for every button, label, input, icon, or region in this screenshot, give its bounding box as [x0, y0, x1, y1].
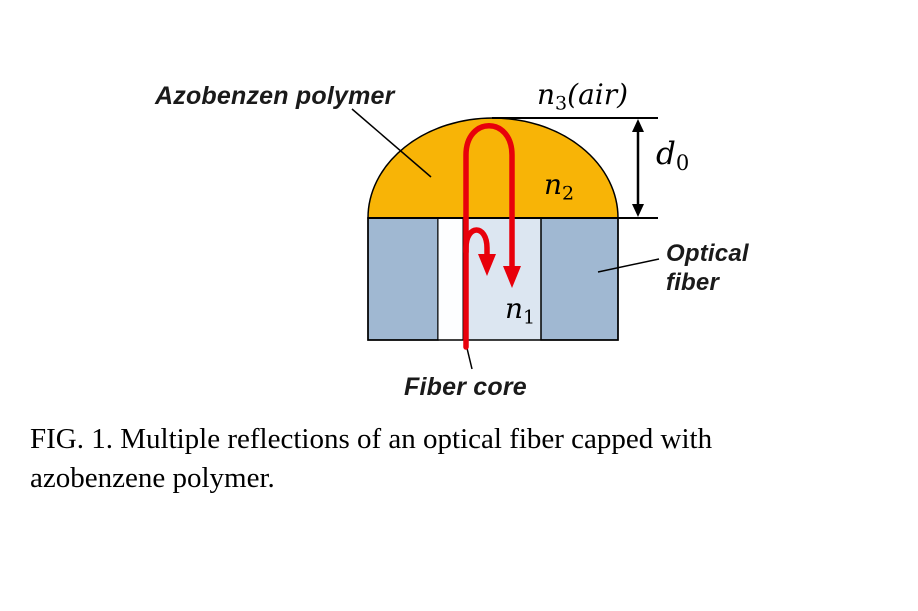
- polymer-dome: [367, 117, 619, 219]
- n3-base: n: [537, 78, 556, 111]
- beam-arrowhead-main: [503, 266, 521, 288]
- n2-label: n2: [544, 168, 574, 204]
- optical-fiber-label: Optical fiber: [666, 239, 749, 297]
- caption-line-2: azobenzene polymer.: [30, 462, 275, 494]
- n2-base: n: [544, 168, 563, 201]
- n1-label: n1: [505, 292, 535, 328]
- fiber-cladding-right: [540, 217, 619, 341]
- caption-line-1: FIG. 1. Multiple reflections of an optic…: [30, 423, 713, 455]
- beam-arrowhead-reflected: [478, 254, 496, 276]
- polymer-pointer-line: [351, 108, 432, 178]
- n2-sub: 2: [562, 182, 575, 205]
- fiber-core-region: [462, 217, 542, 341]
- fiber-core-strip: [437, 217, 464, 341]
- beam-path-main: [463, 123, 515, 350]
- optical-fiber-pointer-line: [597, 258, 660, 273]
- optical-fiber-label-line1: Optical: [666, 240, 749, 267]
- optical-fiber-label-line2: fiber: [666, 269, 720, 296]
- polymer-label: Azobenzen polymer: [155, 82, 395, 110]
- n3-air-label: n3(air): [537, 78, 628, 114]
- n1-sub: 1: [523, 306, 536, 329]
- fiber-cladding-left: [367, 217, 439, 341]
- beam-path-reflected: [463, 227, 490, 261]
- n3-suffix: (air): [567, 78, 629, 111]
- d0-base: d: [656, 136, 676, 172]
- d0-arrowhead-bottom: [632, 204, 644, 217]
- figure-caption: FIG. 1. Multiple reflections of an optic…: [30, 420, 900, 498]
- d0-label: d0: [656, 136, 689, 175]
- d0-arrowhead-top: [632, 119, 644, 132]
- fiber-core-label: Fiber core: [404, 373, 527, 401]
- d0-sub: 0: [675, 149, 690, 175]
- n3-sub: 3: [555, 92, 568, 115]
- n1-base: n: [505, 292, 524, 325]
